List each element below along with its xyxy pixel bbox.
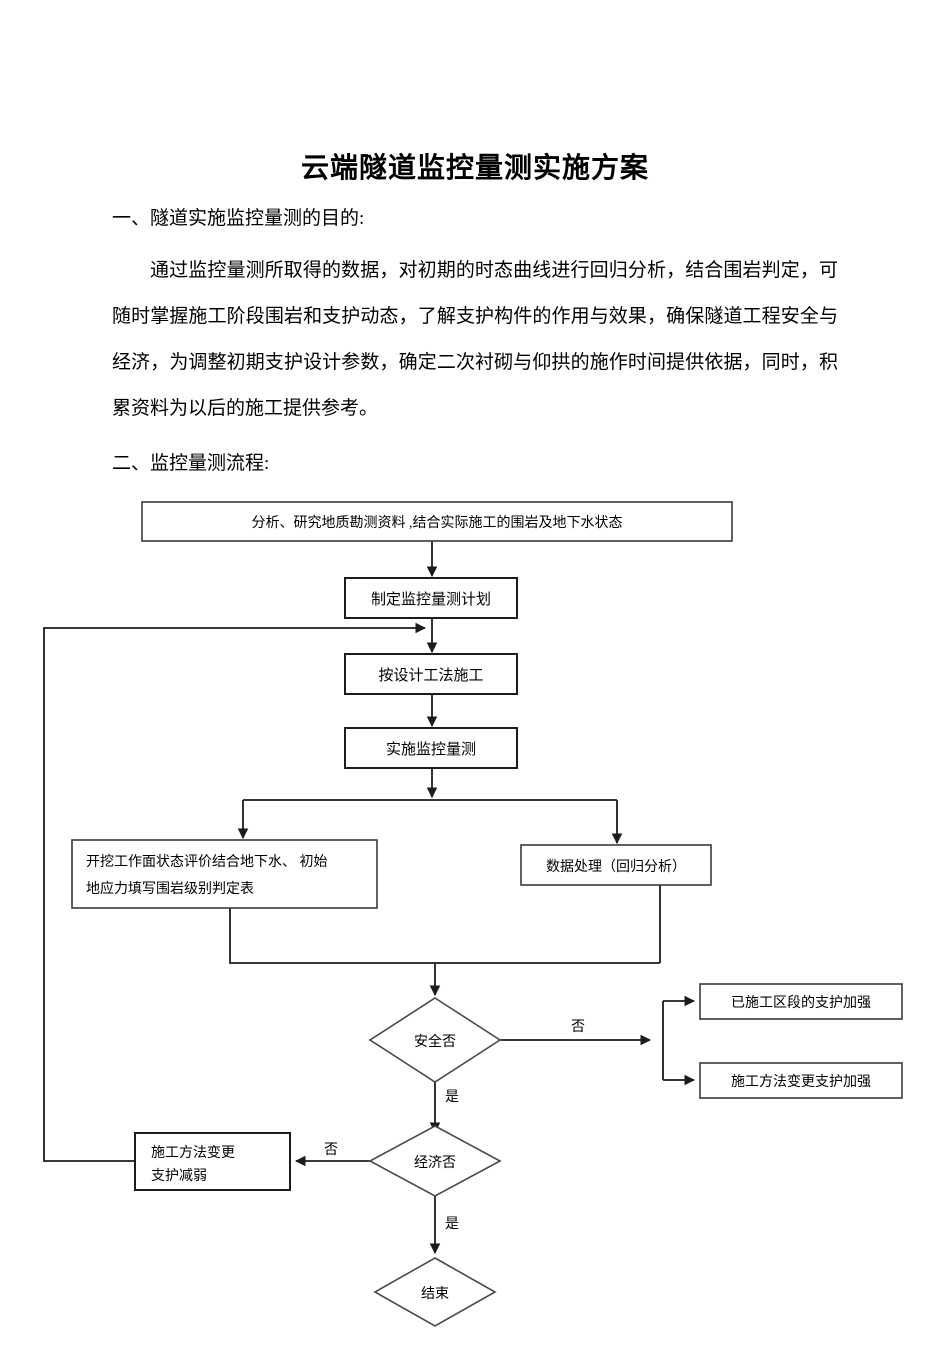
flow-node-construct: 按设计工法施工 [344, 653, 518, 695]
flow-node-face-eval: 开挖工作面状态评价结合地下水、 初始 地应力填写围岩级别判定表 [71, 839, 378, 909]
flow-node-plan: 制定监控量测计划 [344, 577, 518, 619]
flow-node-safety-decision: 安全否 [368, 997, 502, 1083]
edge-face-eval-to-merge [229, 908, 660, 964]
flow-node-reinforce-method: 施工方法变更支护加强 [699, 1062, 903, 1099]
flow-node-end-label: 结束 [421, 1286, 449, 1302]
edge-label-economy-yes: 是 [445, 1217, 459, 1232]
flow-node-economy-decision: 经济否 [368, 1125, 502, 1197]
edge-weaken-feedback-loop [43, 622, 427, 1162]
section-heading-1: 一、隧道实施监控量测的目的: [112, 208, 365, 229]
flow-node-reinforce-built-label: 已施工区段的支护加强 [731, 995, 871, 1011]
flow-node-weaken: 施工方法变更 支护减弱 [134, 1132, 291, 1191]
edge-label-economy-no: 否 [324, 1143, 338, 1158]
flow-node-weaken-label-line1: 施工方法变更 [151, 1145, 235, 1161]
flow-node-weaken-label-line2: 支护减弱 [151, 1168, 207, 1184]
page-title: 云端隧道监控量测实施方案 [300, 153, 649, 184]
flow-node-start-analysis: 分析、研究地质勘测资料 ,结合实际施工的围岩及地下水状态 [141, 501, 733, 542]
section-heading-2: 二、监控量测流程: [112, 453, 270, 474]
flow-node-reinforce-built: 已施工区段的支护加强 [699, 983, 903, 1020]
flow-node-construct-label: 按设计工法施工 [378, 667, 483, 684]
edge-label-safety-yes: 是 [445, 1090, 459, 1105]
flow-node-face-eval-label-line1: 开挖工作面状态评价结合地下水、 初始 [86, 853, 328, 870]
flow-node-monitor: 实施监控量测 [344, 727, 518, 769]
flow-node-plan-label: 制定监控量测计划 [371, 591, 491, 608]
flow-node-end: 结束 [373, 1257, 497, 1327]
edge-label-safety-no: 否 [571, 1020, 585, 1035]
flow-node-reinforce-method-label: 施工方法变更支护加强 [731, 1074, 871, 1090]
flow-node-safety-decision-label: 安全否 [414, 1033, 456, 1050]
flow-node-data-process-label: 数据处理（回归分析） [546, 858, 686, 875]
flow-node-data-process: 数据处理（回归分析） [520, 844, 712, 886]
flow-node-start-analysis-label: 分析、研究地质勘测资料 ,结合实际施工的围岩及地下水状态 [252, 515, 623, 531]
flow-node-monitor-label: 实施监控量测 [386, 741, 476, 758]
flow-node-economy-decision-label: 经济否 [414, 1155, 456, 1171]
flow-node-face-eval-label-line2: 地应力填写围岩级别判定表 [86, 880, 254, 897]
section-paragraph-1: 通过监控量测所取得的数据，对初期的时态曲线进行回归分析，结合围岩判定，可随时掌握… [112, 260, 838, 419]
